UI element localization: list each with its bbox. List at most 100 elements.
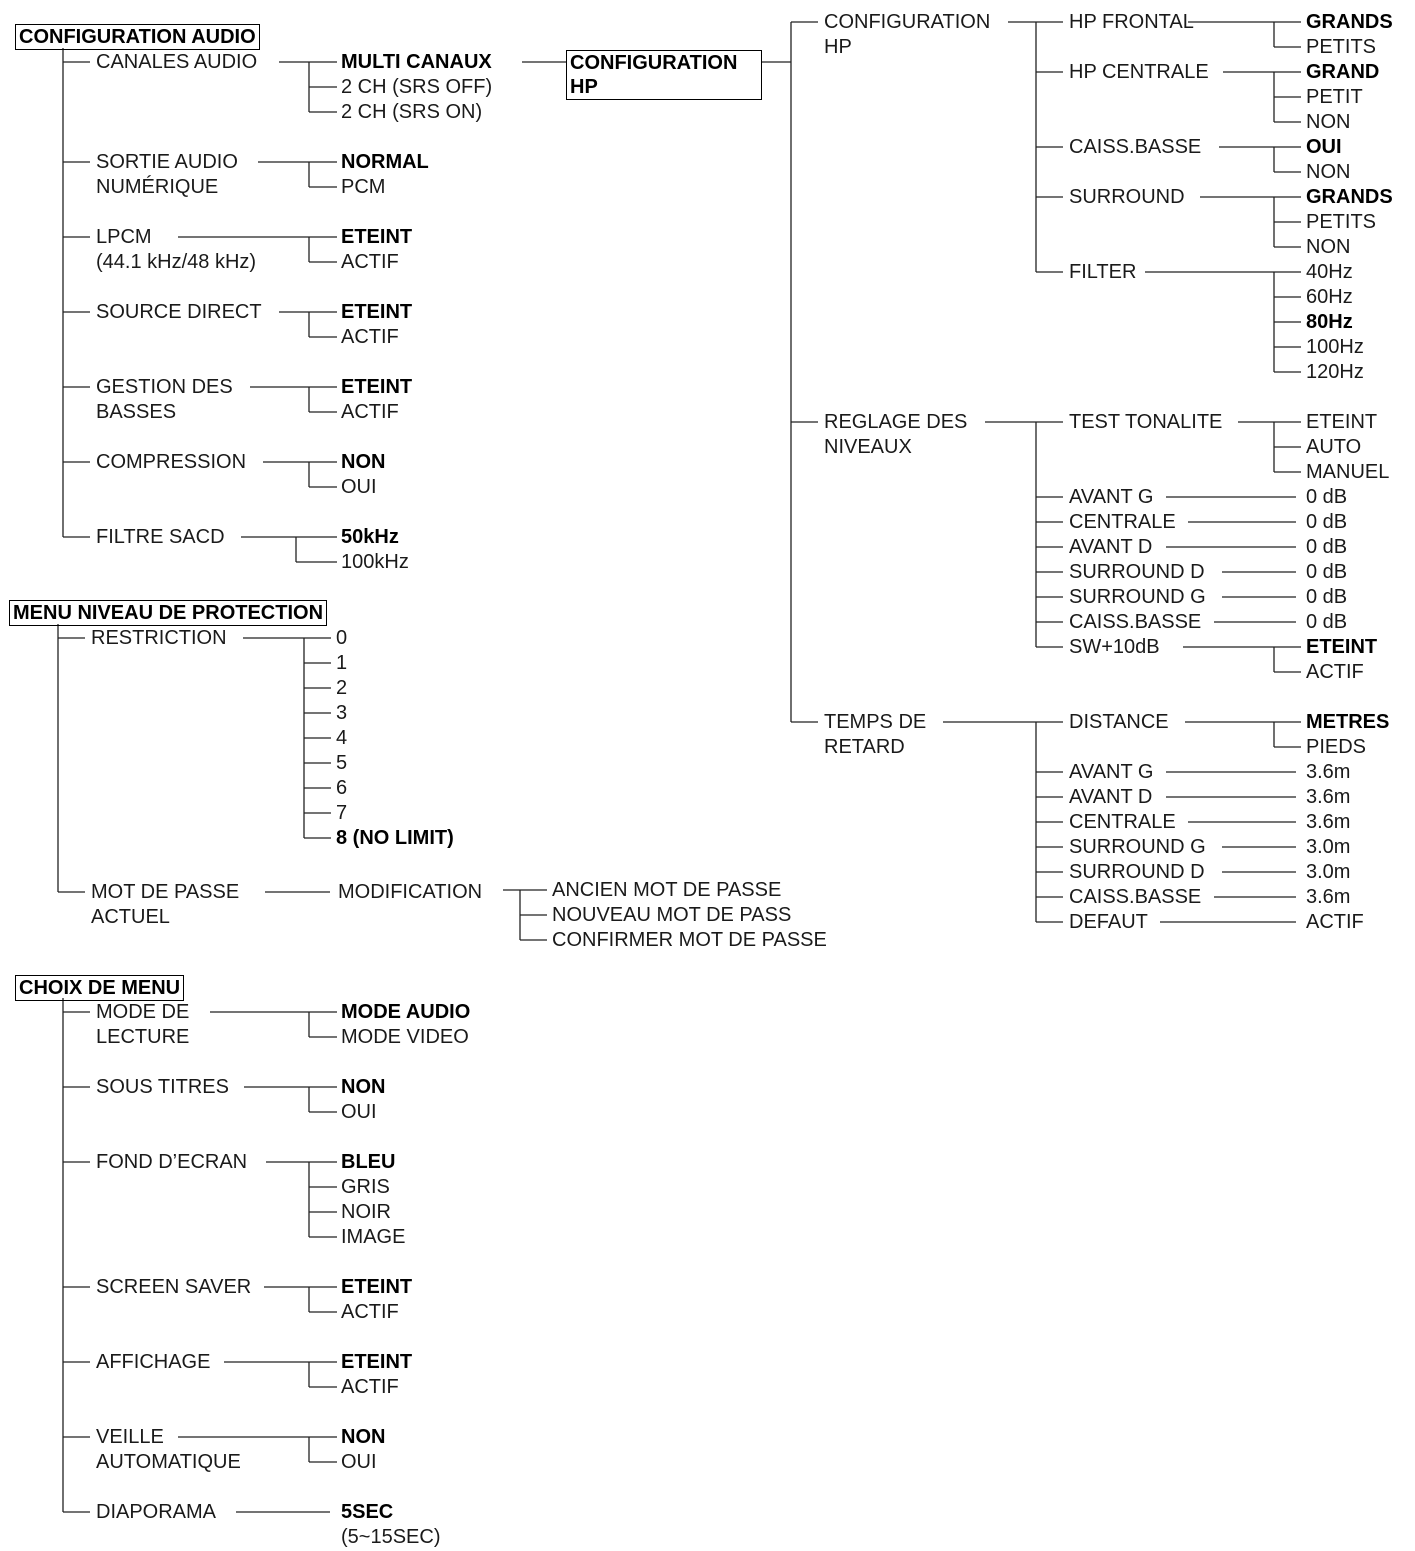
- node-temps-de-retard-line-2: RETARD: [824, 736, 905, 758]
- node-restriction: RESTRICTION: [91, 627, 227, 649]
- option-5-15sec: (5~15SEC): [341, 1526, 441, 1548]
- node-filter: FILTER: [1069, 261, 1137, 283]
- delay-label-avant-d: AVANT D: [1069, 786, 1153, 808]
- node-reglage-des-niveaux: REGLAGE DES: [824, 411, 968, 433]
- node-lpcm-line-2: (44.1 kHz/48 kHz): [96, 251, 257, 273]
- node-lpcm: LPCM: [96, 226, 152, 248]
- option-screen-actif: ACTIF: [341, 1301, 399, 1323]
- restriction-8-no-limit: 8 (NO LIMIT): [336, 827, 454, 849]
- level-label-surround-d: SURROUND D: [1069, 561, 1205, 583]
- option-affichage-eteint: ETEINT: [341, 1351, 413, 1373]
- delay-value-surround-d: 3.0m: [1306, 861, 1351, 883]
- option-pcm: PCM: [341, 176, 386, 198]
- delay-value-centrale: 3.6m: [1306, 811, 1351, 833]
- node-affichage: AFFICHAGE: [96, 1351, 211, 1373]
- node-veille-automatique: VEILLE: [96, 1426, 164, 1448]
- option-centrale-petit: PETIT: [1306, 86, 1363, 108]
- level-value-avant-g: 0 dB: [1306, 486, 1348, 508]
- option-multi-canaux: MULTI CANAUX: [341, 51, 492, 73]
- delay-value-surround-g: 3.0m: [1306, 836, 1351, 858]
- node-sous-titres: SOUS TITRES: [96, 1076, 229, 1098]
- node-filtre-sacd: FILTRE SACD: [96, 526, 225, 548]
- node-distance: DISTANCE: [1069, 711, 1169, 733]
- node-surround: SURROUND: [1069, 186, 1185, 208]
- restriction-3: 3: [336, 702, 348, 724]
- option-compression-oui: OUI: [341, 476, 377, 498]
- node-source-direct: SOURCE DIRECT: [96, 301, 262, 323]
- node-modification: MODIFICATION: [338, 881, 483, 903]
- node-sortie-audio-line-2: NUMÉRIQUE: [96, 176, 219, 198]
- option-mode-video: MODE VIDEO: [341, 1026, 469, 1048]
- option-gestion-actif: ACTIF: [341, 401, 399, 423]
- config-hp-box-line-2: HP: [570, 76, 598, 98]
- option-confirmer-mot-de-passe: CONFIRMER MOT DE PASSE: [552, 929, 827, 951]
- option-veille-oui: OUI: [341, 1451, 377, 1473]
- node-temps-de-retard: TEMPS DE: [824, 711, 927, 733]
- option-mode-audio: MODE AUDIO: [341, 1001, 471, 1023]
- option-2ch-srs-on: 2 CH (SRS ON): [341, 101, 483, 123]
- node-diaporama: DIAPORAMA: [96, 1501, 217, 1523]
- option-pieds: PIEDS: [1306, 736, 1367, 758]
- delay-label-surround-g: SURROUND G: [1069, 836, 1206, 858]
- option-caiss-oui: OUI: [1306, 136, 1342, 158]
- restriction-0: 0: [336, 627, 348, 649]
- delay-label-centrale: CENTRALE: [1069, 811, 1176, 833]
- option-test-auto: AUTO: [1306, 436, 1362, 458]
- option-5sec: 5SEC: [341, 1501, 394, 1523]
- restriction-6: 6: [336, 777, 348, 799]
- delay-value-defaut: ACTIF: [1306, 911, 1364, 933]
- node-mot-de-passe-line-2: ACTUEL: [91, 906, 170, 928]
- option-surround-grands: GRANDS: [1306, 186, 1393, 208]
- section-title-protection: MENU NIVEAU DE PROTECTION: [9, 600, 328, 626]
- node-gestion-des-basses-line-2: BASSES: [96, 401, 177, 423]
- delay-label-defaut: DEFAUT: [1069, 911, 1148, 933]
- delay-label-caiss-basse: CAISS.BASSE: [1069, 886, 1202, 908]
- node-mode-de-lecture-line-2: LECTURE: [96, 1026, 190, 1048]
- option-60hz: 60Hz: [1306, 286, 1353, 308]
- level-label-centrale: CENTRALE: [1069, 511, 1176, 533]
- level-label-avant-d: AVANT D: [1069, 536, 1153, 558]
- node-hp-frontal: HP FRONTAL: [1069, 11, 1194, 33]
- level-label-caiss-basse: CAISS.BASSE: [1069, 611, 1202, 633]
- node-compression: COMPRESSION: [96, 451, 247, 473]
- node-caiss-basse: CAISS.BASSE: [1069, 136, 1202, 158]
- option-gestion-eteint: ETEINT: [341, 376, 413, 398]
- restriction-1: 1: [336, 652, 348, 674]
- option-caiss-non: NON: [1306, 161, 1351, 183]
- option-bleu: BLEU: [341, 1151, 396, 1173]
- delay-label-avant-g: AVANT G: [1069, 761, 1154, 783]
- node-fond-d-ecran: FOND D’ECRAN: [96, 1151, 248, 1173]
- level-value-avant-d: 0 dB: [1306, 536, 1348, 558]
- option-frontal-petits: PETITS: [1306, 36, 1377, 58]
- node-configuration-hp-line-2: HP: [824, 36, 852, 58]
- restriction-2: 2: [336, 677, 348, 699]
- option-surround-petits: PETITS: [1306, 211, 1377, 233]
- node-veille-automatique-line-2: AUTOMATIQUE: [96, 1451, 241, 1473]
- node-mot-de-passe: MOT DE PASSE: [91, 881, 240, 903]
- option-100khz: 100kHz: [341, 551, 409, 573]
- section-title-configuration-audio: CONFIGURATION AUDIO: [15, 24, 260, 50]
- option-metres: METRES: [1306, 711, 1390, 733]
- option-test-manuel: MANUEL: [1306, 461, 1390, 483]
- option-40hz: 40Hz: [1306, 261, 1353, 283]
- option-120hz: 120Hz: [1306, 361, 1364, 383]
- option-100hz: 100Hz: [1306, 336, 1364, 358]
- delay-value-avant-g: 3.6m: [1306, 761, 1351, 783]
- option-screen-eteint: ETEINT: [341, 1276, 413, 1298]
- option-lpcm-actif: ACTIF: [341, 251, 399, 273]
- node-gestion-des-basses: GESTION DES: [96, 376, 233, 398]
- option-sw-actif: ACTIF: [1306, 661, 1364, 683]
- level-value-centrale: 0 dB: [1306, 511, 1348, 533]
- level-value-caiss-basse: 0 dB: [1306, 611, 1348, 633]
- option-sous-titres-oui: OUI: [341, 1101, 377, 1123]
- option-80hz: 80Hz: [1306, 311, 1353, 333]
- option-normal: NORMAL: [341, 151, 429, 173]
- level-value-surround-d: 0 dB: [1306, 561, 1348, 583]
- node-test-tonalite: TEST TONALITE: [1069, 411, 1223, 433]
- level-label-avant-g: AVANT G: [1069, 486, 1154, 508]
- option-compression-non: NON: [341, 451, 386, 473]
- option-centrale-grand: GRAND: [1306, 61, 1380, 83]
- option-centrale-non: NON: [1306, 111, 1351, 133]
